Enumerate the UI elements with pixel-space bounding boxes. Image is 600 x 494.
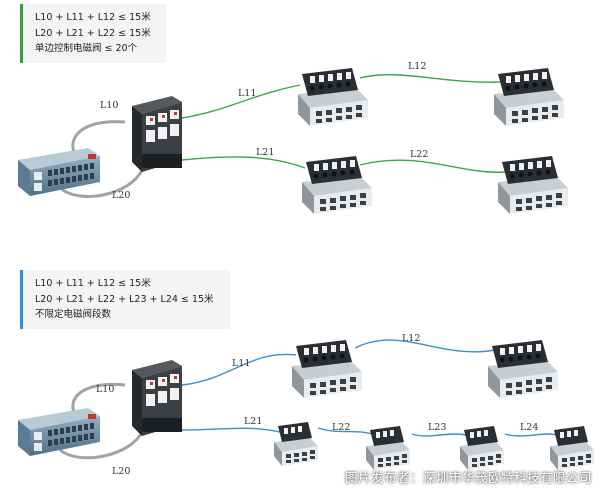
bottom-cable-l11 [181, 353, 297, 386]
bottom-cable-l21 [181, 427, 281, 433]
top-loop-cable-2 [59, 169, 144, 198]
top-note-line-2: L20 + L21 + L22 ≤ 15米 [35, 27, 151, 39]
bottom-label-l24: L24 [520, 422, 538, 433]
bottom-note-line-1: L10 + L11 + L12 ≤ 15米 [35, 278, 151, 289]
top-cable-l21 [181, 156, 306, 169]
top-plc-module-icon [18, 148, 100, 196]
bottom-cable-l24 [504, 433, 561, 437]
bottom-plc-module-icon [18, 408, 100, 456]
bottom-loop-cable-2 [59, 431, 144, 460]
top-label-l11: L11 [238, 88, 256, 99]
top-hub-icon [132, 96, 182, 172]
top-label-l10: L10 [100, 100, 118, 111]
top-diagram: L10 L11 L12 L20 L21 L22 [18, 61, 568, 214]
bottom-cable-l23 [411, 433, 471, 437]
bottom-label-l21: L21 [244, 416, 262, 427]
bottom-hub-icon [132, 360, 182, 436]
bottom-note-line-2: L20 + L21 + L22 + L23 + L24 ≤ 15米 [35, 293, 214, 305]
top-cable-l22 [359, 159, 506, 173]
bottom-valve-4-icon [366, 426, 410, 470]
top-valve-1-icon [298, 68, 368, 126]
bottom-valve-5-icon [460, 426, 504, 470]
bottom-label-l11: L11 [232, 358, 250, 369]
bottom-valve-2-icon [488, 340, 558, 398]
top-label-l20: L20 [112, 190, 130, 201]
bottom-valve-3-icon [274, 422, 318, 466]
bottom-constraint-note: L10 + L11 + L12 ≤ 15米 L20 + L21 + L22 + … [20, 270, 230, 329]
publisher-watermark: 图片发布者：深圳市华茂欧特科技有限公司 [344, 470, 592, 485]
bottom-valve-1-icon [292, 340, 362, 398]
top-cable-l11 [181, 84, 301, 119]
top-note-line-1: L10 + L11 + L12 ≤ 15米 [35, 12, 151, 23]
bottom-label-l23: L23 [428, 422, 446, 433]
bottom-valve-6-icon [550, 426, 594, 470]
top-constraint-note: L10 + L11 + L12 ≤ 15米 L20 + L21 + L22 ≤ … [20, 4, 166, 63]
bottom-label-l22: L22 [332, 422, 350, 433]
top-label-l22: L22 [410, 149, 428, 160]
top-valve-4-icon [498, 156, 568, 214]
top-note-line-3: 单边控制电磁阀 ≤ 20个 [35, 43, 138, 54]
bottom-label-l10: L10 [96, 384, 114, 395]
top-label-l12: L12 [408, 61, 426, 72]
bottom-note-line-3: 不限定电磁阀段数 [35, 309, 112, 320]
bottom-label-l20: L20 [112, 466, 130, 477]
top-valve-2-icon [494, 68, 564, 126]
bottom-cable-l12 [354, 339, 496, 353]
top-cable-l12 [359, 73, 501, 83]
bottom-diagram: L10 L11 L12 L20 L21 L22 L23 L24 [18, 333, 594, 477]
top-label-l21: L21 [256, 147, 274, 158]
bottom-label-l12: L12 [402, 333, 420, 344]
